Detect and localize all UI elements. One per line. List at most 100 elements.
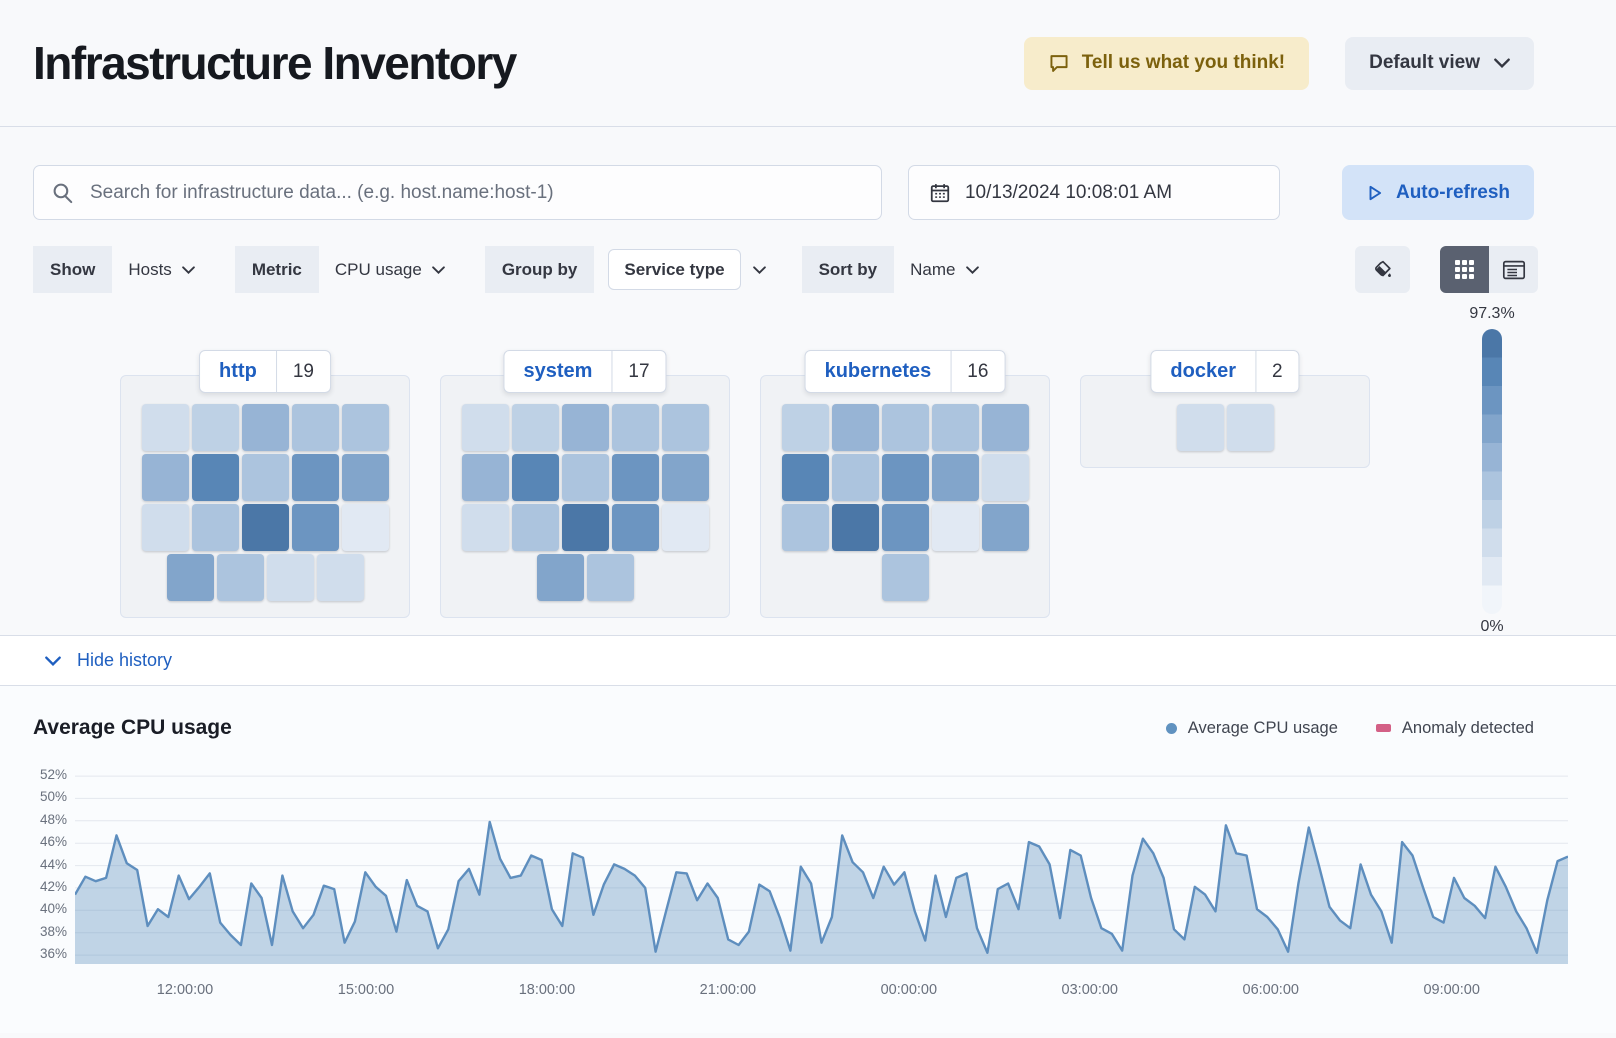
color-palette-button[interactable] xyxy=(1355,246,1410,293)
host-cell[interactable] xyxy=(931,454,979,501)
auto-refresh-button[interactable]: Auto-refresh xyxy=(1341,165,1534,220)
host-cell[interactable] xyxy=(881,454,929,501)
x-axis-label: 09:00:00 xyxy=(1423,982,1480,998)
host-cell[interactable] xyxy=(511,504,559,551)
host-cell[interactable] xyxy=(191,404,239,451)
host-cell[interactable] xyxy=(461,504,509,551)
host-cell[interactable] xyxy=(141,454,189,501)
view-selector-button[interactable]: Default view xyxy=(1345,36,1534,90)
y-axis-label: 42% xyxy=(39,878,67,894)
host-cell[interactable] xyxy=(1226,404,1274,451)
host-cell[interactable] xyxy=(316,554,364,601)
waffle-grid xyxy=(1081,404,1369,451)
host-cell[interactable] xyxy=(561,404,609,451)
host-cell[interactable] xyxy=(881,404,929,451)
host-cell[interactable] xyxy=(831,504,879,551)
metric-filter-value[interactable]: CPU usage xyxy=(319,246,461,293)
legend-label: Average CPU usage xyxy=(1187,718,1338,737)
date-picker[interactable]: 10/13/2024 10:08:01 AM xyxy=(907,165,1280,220)
host-cell[interactable] xyxy=(166,554,214,601)
y-axis-label: 44% xyxy=(39,856,67,872)
host-cell[interactable] xyxy=(191,454,239,501)
host-cell[interactable] xyxy=(216,554,264,601)
host-cell[interactable] xyxy=(191,504,239,551)
y-axis-label: 52% xyxy=(39,767,67,783)
group-by-filter-value[interactable]: Service type xyxy=(608,249,741,290)
host-cell[interactable] xyxy=(831,454,879,501)
y-axis-label: 38% xyxy=(39,923,67,939)
host-cell[interactable] xyxy=(341,454,389,501)
host-cell[interactable] xyxy=(661,404,709,451)
host-cell[interactable] xyxy=(931,404,979,451)
host-cell[interactable] xyxy=(981,404,1029,451)
search-icon xyxy=(52,182,74,204)
host-cell[interactable] xyxy=(461,454,509,501)
host-cell[interactable] xyxy=(291,404,339,451)
host-cell[interactable] xyxy=(291,454,339,501)
host-cell[interactable] xyxy=(981,454,1029,501)
host-cell[interactable] xyxy=(511,404,559,451)
host-cell[interactable] xyxy=(881,504,929,551)
host-cell[interactable] xyxy=(266,554,314,601)
host-cell[interactable] xyxy=(586,554,634,601)
host-cell[interactable] xyxy=(291,504,339,551)
host-cell[interactable] xyxy=(931,504,979,551)
waffle-grid xyxy=(761,404,1049,601)
host-cell[interactable] xyxy=(781,454,829,501)
search-box xyxy=(33,165,882,220)
legend-item-anomaly[interactable]: Anomaly detected xyxy=(1375,719,1534,738)
host-cell[interactable] xyxy=(561,504,609,551)
host-cell[interactable] xyxy=(461,404,509,451)
history-toggle-label: Hide history xyxy=(77,650,173,670)
sort-by-filter-value[interactable]: Name xyxy=(894,246,994,293)
host-cell[interactable] xyxy=(661,454,709,501)
show-filter-value[interactable]: Hosts xyxy=(112,246,210,293)
anomaly-swatch-icon xyxy=(1375,724,1391,732)
host-cell[interactable] xyxy=(1176,404,1224,451)
feedback-label: Tell us what you think! xyxy=(1081,52,1286,73)
host-cell[interactable] xyxy=(511,454,559,501)
date-picker-value: 10/13/2024 10:08:01 AM xyxy=(964,181,1173,203)
host-cell[interactable] xyxy=(661,504,709,551)
legend-item-avg-cpu[interactable]: Average CPU usage xyxy=(1165,718,1338,738)
x-axis-label: 06:00:00 xyxy=(1242,982,1299,998)
host-cell[interactable] xyxy=(781,504,829,551)
host-cell[interactable] xyxy=(141,404,189,451)
group-count: 16 xyxy=(967,360,989,382)
chevron-down-icon xyxy=(965,265,979,274)
view-mode-toggle xyxy=(1440,246,1538,293)
feedback-button[interactable]: Tell us what you think! xyxy=(1023,36,1310,90)
host-cell[interactable] xyxy=(341,404,389,451)
host-cell[interactable] xyxy=(611,504,659,551)
host-cell[interactable] xyxy=(241,404,289,451)
map-view-button[interactable] xyxy=(1440,246,1489,293)
host-cell[interactable] xyxy=(881,554,929,601)
host-cell[interactable] xyxy=(241,504,289,551)
search-input[interactable] xyxy=(88,180,863,205)
scale-max-label: 97.3% xyxy=(1469,305,1515,322)
host-cell[interactable] xyxy=(561,454,609,501)
chevron-down-icon xyxy=(431,265,445,274)
host-cell[interactable] xyxy=(241,454,289,501)
table-view-button[interactable] xyxy=(1489,246,1538,293)
host-cell[interactable] xyxy=(341,504,389,551)
host-cell[interactable] xyxy=(536,554,584,601)
host-cell[interactable] xyxy=(611,404,659,451)
history-toggle[interactable]: Hide history xyxy=(0,635,1616,686)
host-cell[interactable] xyxy=(611,454,659,501)
host-cell[interactable] xyxy=(141,504,189,551)
group-name: system xyxy=(504,351,613,392)
host-cell[interactable] xyxy=(781,404,829,451)
group-by-caret[interactable] xyxy=(741,261,778,279)
host-cell[interactable] xyxy=(831,404,879,451)
x-axis-label: 18:00:00 xyxy=(518,982,576,998)
host-cell[interactable] xyxy=(981,504,1029,551)
chevron-down-icon xyxy=(181,265,195,274)
